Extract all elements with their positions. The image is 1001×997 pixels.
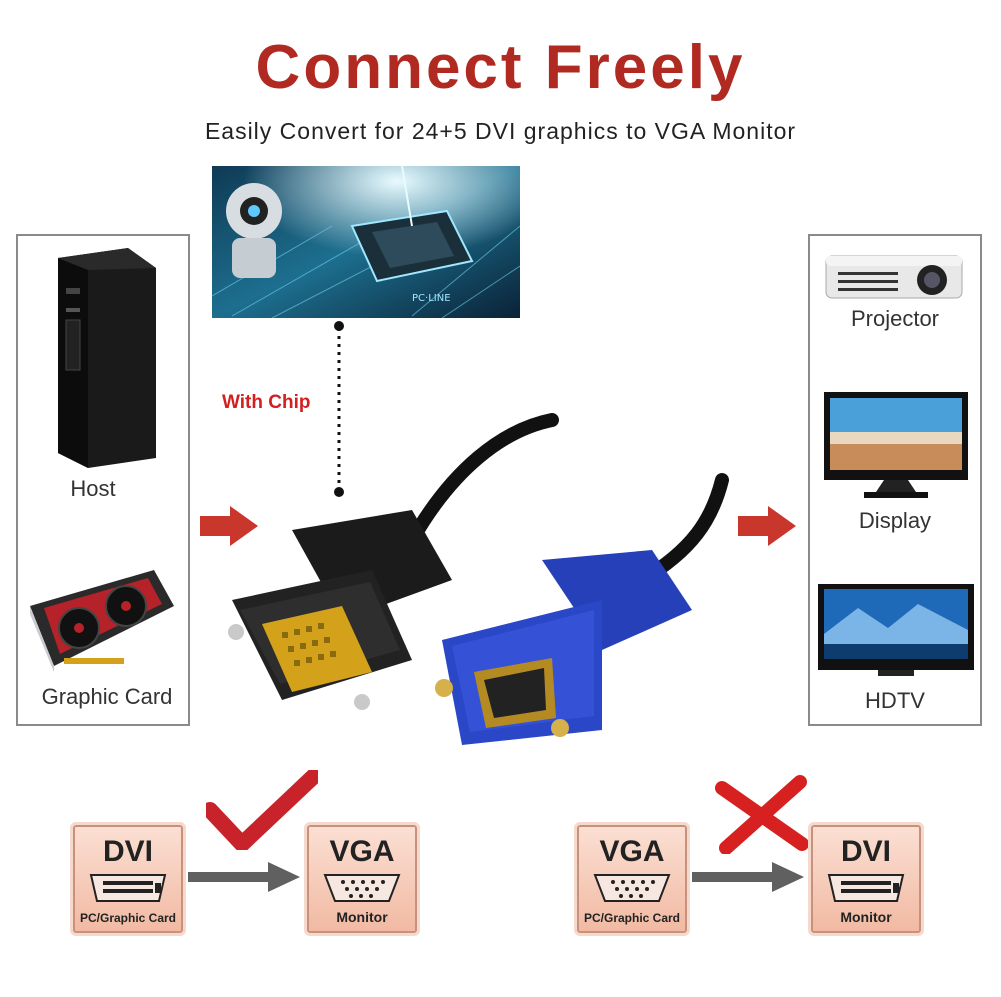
display-image <box>824 392 968 502</box>
host-image <box>48 248 160 468</box>
projector-image <box>824 250 964 302</box>
input-arrow-icon <box>200 506 260 546</box>
host-label: Host <box>70 476 116 501</box>
display-label: Display <box>858 508 932 533</box>
with-chip-label: With Chip <box>222 392 311 413</box>
graphic-card-label: Graphic Card <box>41 684 173 709</box>
dvi-monitor-badge: DVI Monitor <box>808 822 924 936</box>
projector-label: Projector <box>850 306 940 331</box>
svg-text:PC·LINE: PC·LINE <box>412 293 451 304</box>
hdtv-label: HDTV <box>865 688 925 713</box>
page-title: Connect Freely <box>255 33 746 102</box>
vga-monitor-title: VGA <box>329 835 395 868</box>
vga-port-icon <box>593 873 671 903</box>
graphic-card-image <box>24 566 180 672</box>
dvi-source-badge: DVI PC/Graphic Card <box>70 822 186 936</box>
unsupported-arrow-icon <box>692 862 804 892</box>
check-mark-icon <box>202 768 322 852</box>
output-arrow-icon <box>738 506 798 546</box>
page-subtitle: Easily Convert for 24+5 DVI graphics to … <box>204 118 797 144</box>
chip-image: PC·LINE <box>212 166 520 318</box>
dvi-source-sub: PC/Graphic Card <box>79 911 177 925</box>
source-panel: Host Graphic Card <box>16 234 190 726</box>
hdtv-image <box>818 584 974 678</box>
dvi-monitor-title: DVI <box>840 835 891 868</box>
vga-source-title: VGA <box>599 835 665 868</box>
output-panel: Projector Display HDTV <box>808 234 982 726</box>
dvi-source-title: DVI <box>102 835 153 868</box>
adapter-cable-image <box>222 410 742 750</box>
dvi-monitor-sub: Monitor <box>840 909 892 925</box>
vga-monitor-badge: VGA Monitor <box>304 822 420 936</box>
vga-source-badge: VGA PC/Graphic Card <box>574 822 690 936</box>
cross-mark-icon <box>712 774 812 855</box>
supported-arrow-icon <box>188 862 300 892</box>
vga-source-sub: PC/Graphic Card <box>583 911 681 925</box>
vga-monitor-sub: Monitor <box>336 909 388 925</box>
dvi-port-icon <box>827 873 905 903</box>
dvi-port-icon <box>89 873 167 903</box>
chip-callout-line <box>334 320 344 498</box>
vga-port-icon <box>323 873 401 903</box>
